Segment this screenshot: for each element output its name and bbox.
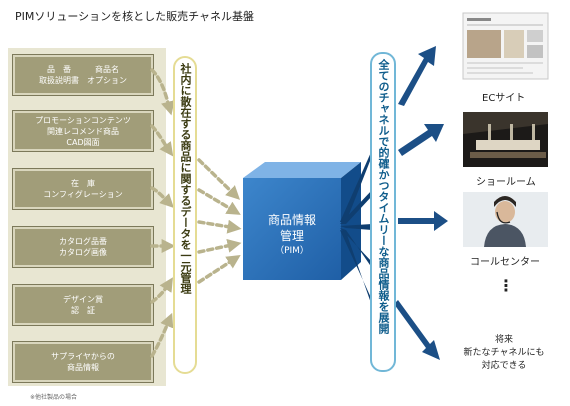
pim-arrow-2 (197, 188, 241, 215)
ellipsis: ⋮ (498, 276, 514, 295)
future-channel-note: 将来 新たなチャネルにも 対応できる (463, 335, 545, 371)
left-banner-text: 社内に散在する商品に関するデータを一元管理 (179, 63, 192, 294)
pim-arrow-1 (197, 158, 241, 200)
pim-label: 商品情報 管理 （PIM） (243, 190, 341, 280)
source-box-catalog: カタログ品番 カタログ画像 (12, 226, 154, 268)
source-box-inventory: 在 庫 コンフィグレーション (12, 168, 154, 210)
flow-arrow-2 (150, 124, 174, 157)
arrow-showroom (398, 124, 444, 156)
left-banner: 社内に散在する商品に関するデータを一元管理 (173, 56, 197, 374)
channel-label-showroom: ショールーム (476, 177, 536, 188)
pim-cube-top (243, 162, 361, 178)
arrow-future (394, 300, 440, 360)
showroom-image (463, 112, 548, 167)
pim-arrow-3 (197, 219, 242, 234)
source-box-design-award: デザイン賞 認 証 (12, 284, 154, 326)
pim-label-line1: 商品情報 (267, 213, 316, 227)
flow-arrow-6 (150, 312, 174, 358)
source-panel (8, 48, 166, 386)
page-title: PIMソリューションを核とした販売チャネル基盤 (15, 10, 255, 23)
arrow-callcenter (398, 211, 448, 231)
right-banner-text: 全てのチャネルで的確かつタイムリーな商品情報を展開 (377, 59, 390, 334)
ec-site-image (462, 12, 549, 80)
flow-arrow-3 (150, 186, 174, 208)
pim-label-line3: （PIM） (275, 246, 309, 256)
pim-arrow-5 (197, 254, 241, 284)
source-box-promotion: プロモーションコンテンツ 関連レコメンド商品 CAD図面 (12, 110, 154, 152)
pim-cube-front (243, 178, 341, 280)
channel-label-callcenter: コールセンター (470, 257, 540, 268)
flow-arrow-5 (150, 277, 173, 304)
channel-label-ec: ECサイト (482, 93, 526, 104)
flow-arrow-1 (150, 68, 175, 116)
call-center-image (463, 192, 548, 247)
pim-label-line2: 管理 (279, 229, 304, 243)
source-box-product-info: 品 番 商品名 取扱説明書 オプション (12, 54, 154, 96)
right-banner: 全てのチャネルで的確かつタイムリーな商品情報を展開 (370, 52, 396, 372)
footnote: ※他社製品の場合 (30, 394, 78, 401)
pim-arrow-4 (197, 238, 242, 254)
arrow-ec (398, 46, 436, 106)
source-box-supplier: サプライヤからの 商品情報 (12, 341, 154, 383)
